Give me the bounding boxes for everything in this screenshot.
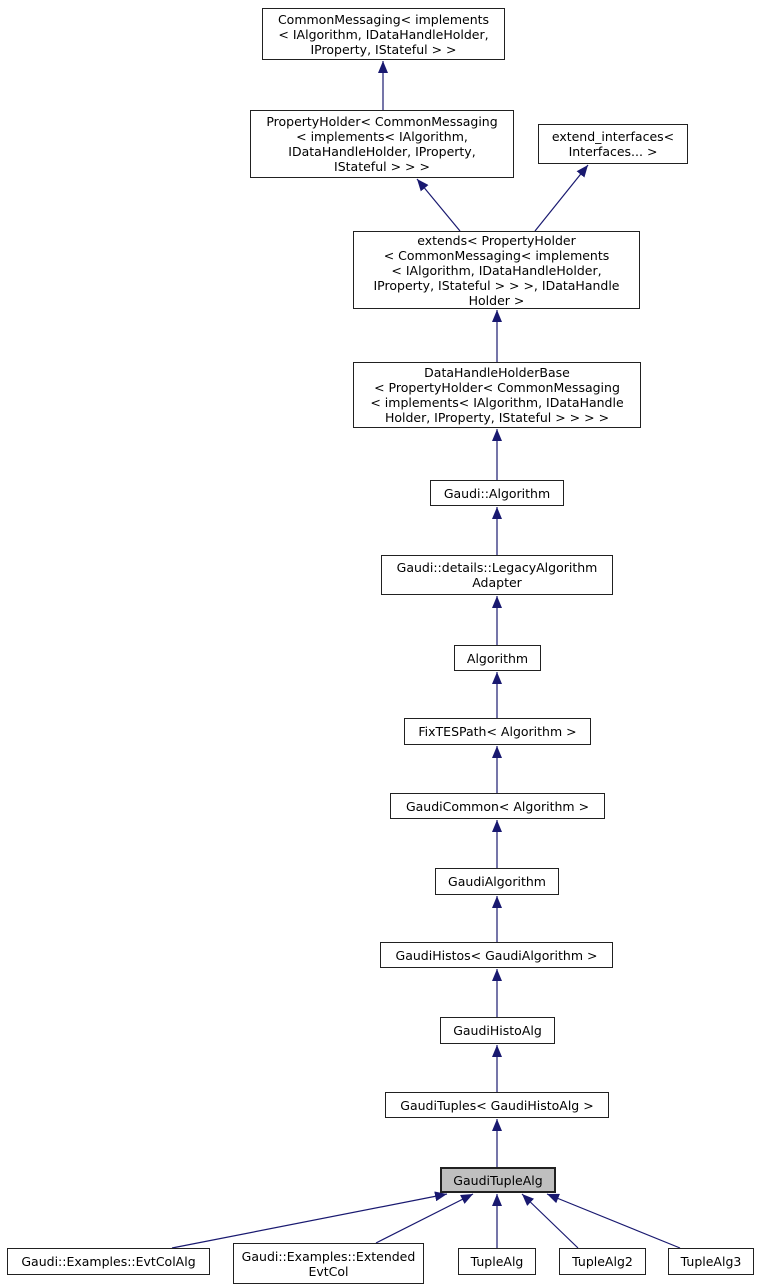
edge-extends-to-extend-interfaces bbox=[534, 164, 589, 232]
node-gaudi-algorithm[interactable]: Gaudi::Algorithm bbox=[430, 480, 564, 506]
node-legacy-algorithm-adapter[interactable]: Gaudi::details::LegacyAlgorithm Adapter bbox=[381, 555, 613, 595]
node-gaudi-tuple-alg: GaudiTupleAlg bbox=[440, 1167, 556, 1193]
node-gaudi-common[interactable]: GaudiCommon< Algorithm > bbox=[390, 793, 605, 819]
node-tuple-alg3[interactable]: TupleAlg3 bbox=[668, 1248, 754, 1275]
edge-extends-to-property-holder bbox=[416, 178, 461, 232]
edge-evt-col-alg-to-gaudi-tuple-alg bbox=[171, 1191, 448, 1249]
node-evt-col-alg[interactable]: Gaudi::Examples::EvtColAlg bbox=[7, 1248, 210, 1275]
node-algorithm[interactable]: Algorithm bbox=[454, 645, 541, 671]
edge-tuple-alg3-to-gaudi-tuple-alg bbox=[546, 1193, 681, 1249]
edge-extended-evt-col-to-gaudi-tuple-alg bbox=[375, 1193, 474, 1244]
node-gaudi-histo-alg[interactable]: GaudiHistoAlg bbox=[440, 1017, 555, 1044]
node-gaudialgorithm[interactable]: GaudiAlgorithm bbox=[435, 868, 559, 895]
node-common-messaging[interactable]: CommonMessaging< implements < IAlgorithm… bbox=[262, 8, 505, 60]
node-extended-evt-col[interactable]: Gaudi::Examples::Extended EvtCol bbox=[233, 1243, 424, 1284]
node-fix-tes-path[interactable]: FixTESPath< Algorithm > bbox=[404, 718, 591, 745]
node-gaudi-histos[interactable]: GaudiHistos< GaudiAlgorithm > bbox=[380, 942, 613, 968]
node-property-holder[interactable]: PropertyHolder< CommonMessaging < implem… bbox=[250, 110, 514, 178]
node-data-handle-holder-base[interactable]: DataHandleHolderBase < PropertyHolder< C… bbox=[353, 362, 641, 428]
node-gaudi-tuples[interactable]: GaudiTuples< GaudiHistoAlg > bbox=[385, 1092, 609, 1118]
node-extend-interfaces[interactable]: extend_interfaces< Interfaces... > bbox=[538, 124, 688, 164]
node-tuple-alg2[interactable]: TupleAlg2 bbox=[559, 1248, 646, 1275]
node-extends[interactable]: extends< PropertyHolder < CommonMessagin… bbox=[353, 231, 640, 309]
edge-tuple-alg2-to-gaudi-tuple-alg bbox=[521, 1193, 579, 1249]
node-tuple-alg[interactable]: TupleAlg bbox=[458, 1248, 536, 1275]
